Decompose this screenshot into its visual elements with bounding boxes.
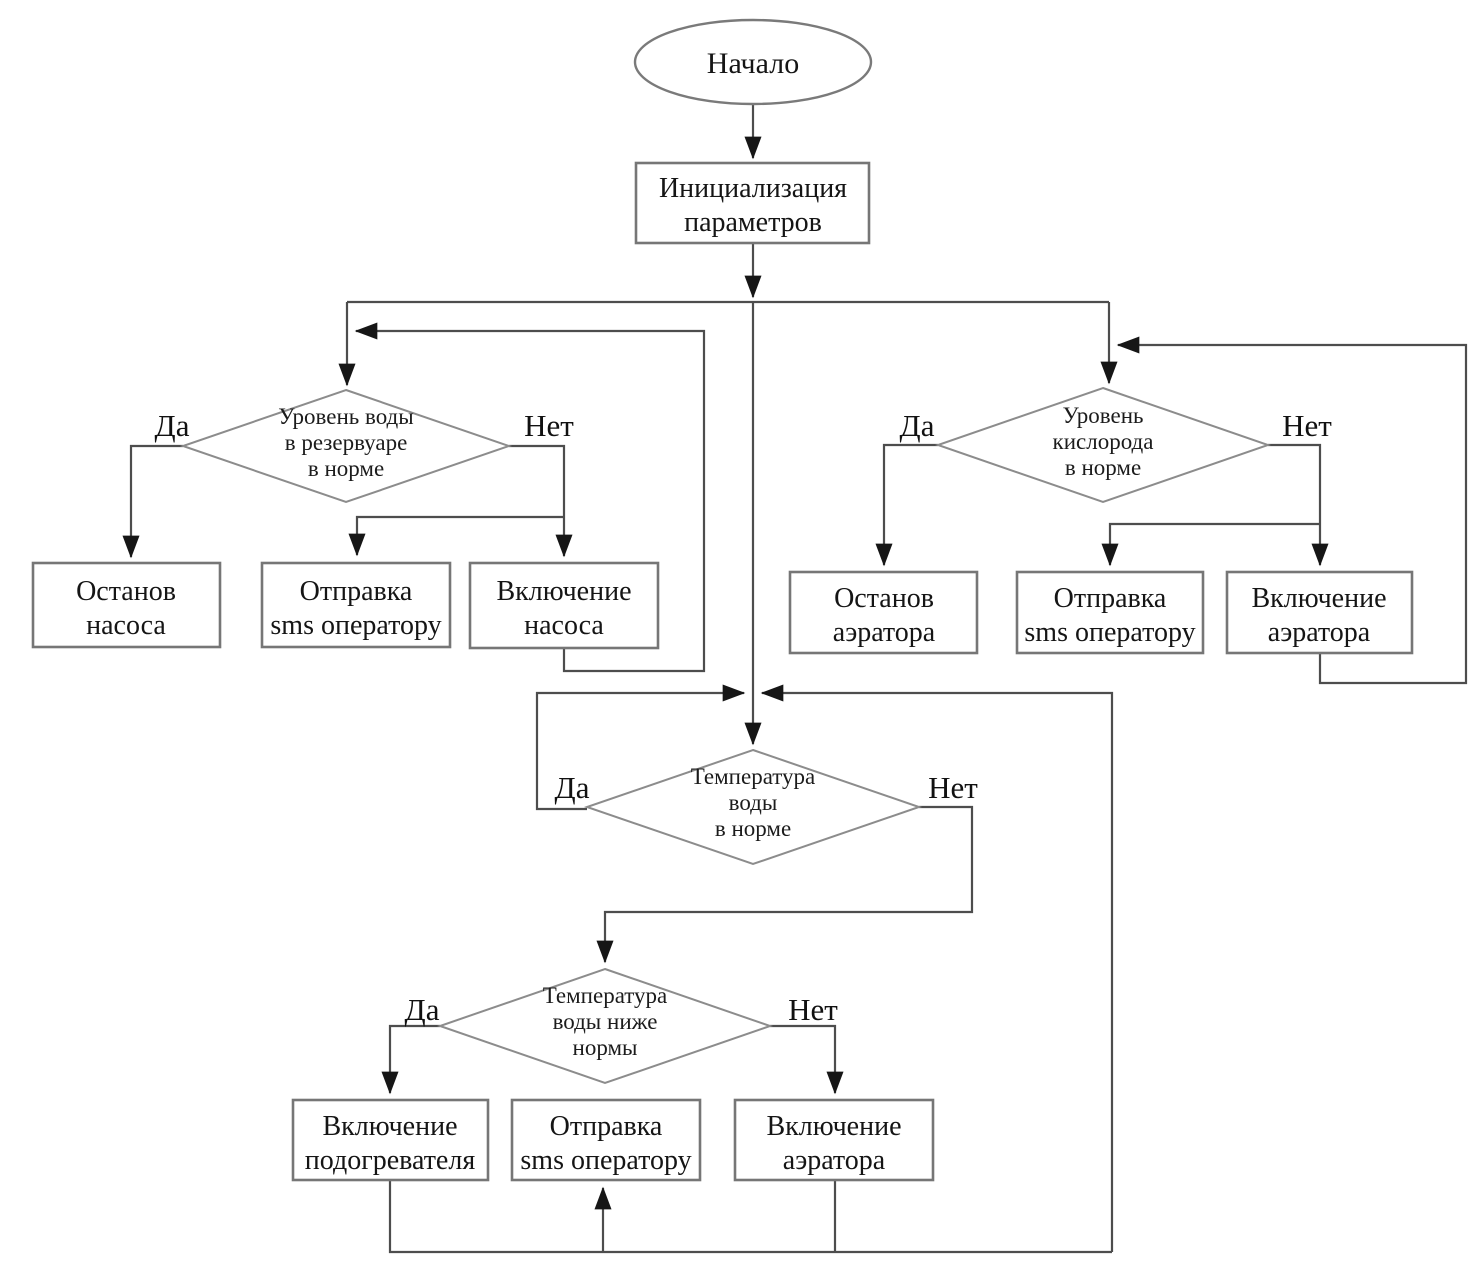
heater-on-line2: подогревателя bbox=[305, 1145, 476, 1176]
decision-water-level-node: Уровень воды в резервуаре в норме Да Нет bbox=[155, 388, 574, 504]
sms-operator-1-box bbox=[260, 561, 452, 649]
edge-pump-on-loop-back bbox=[354, 322, 706, 673]
aerator-on1-line2: аэратора bbox=[1268, 617, 1371, 648]
oxygen-decision-line2: кислорода bbox=[1053, 429, 1154, 454]
edges bbox=[122, 104, 1468, 1254]
edge-water-no-to-sms1 bbox=[348, 515, 564, 557]
decision-oxygen-node: Уровень кислорода в норме Да Нет bbox=[900, 386, 1332, 504]
sms-operator-3-node: Отправка sms оператору bbox=[510, 1098, 702, 1182]
heater-on-line1: Включение bbox=[322, 1111, 457, 1142]
edge-temp-no-to-temp-low-decision bbox=[596, 805, 974, 964]
decision-temp-normal-diamond bbox=[583, 748, 923, 866]
oxygen-decision-line1: Уровень bbox=[1063, 403, 1144, 428]
stop-pump-box bbox=[31, 561, 222, 649]
stop-aerator-node: Останов аэратора bbox=[788, 570, 979, 655]
init-box bbox=[634, 161, 871, 245]
stop-aerator-line1: Останов bbox=[834, 583, 934, 614]
aerator-on2-line1: Включение bbox=[766, 1111, 901, 1142]
aerator-on2-line2: аэратора bbox=[783, 1145, 886, 1176]
water-yes-label: Да bbox=[155, 408, 190, 443]
pump-on-line2: насоса bbox=[524, 610, 604, 641]
aerator-on-2-node: Включение аэратора bbox=[733, 1098, 935, 1182]
templow-decision-line3: нормы bbox=[573, 1035, 638, 1060]
edge-oxygen-no-to-aerator-on bbox=[1268, 443, 1329, 567]
pump-on-line1: Включение bbox=[496, 576, 631, 607]
aerator-on-1-box bbox=[1225, 570, 1414, 655]
sms-operator-2-node: Отправка sms оператору bbox=[1015, 570, 1205, 655]
stop-pump-line1: Останов bbox=[76, 576, 176, 607]
sms3-line1: Отправка bbox=[550, 1111, 663, 1142]
edge-water-no-to-pump-on bbox=[509, 444, 573, 558]
aerator-on-1-node: Включение аэратора bbox=[1225, 570, 1414, 655]
water-decision-line1: Уровень воды bbox=[278, 404, 413, 429]
decision-temp-normal-node: Температура воды в норме Да Нет bbox=[555, 748, 978, 866]
edge-oxygen-no-to-sms2 bbox=[1101, 522, 1320, 567]
decision-oxygen-diamond bbox=[934, 386, 1272, 504]
edge-bottom-return-merge-right bbox=[760, 684, 1114, 1252]
oxygen-decision-line3: в норме bbox=[1065, 455, 1141, 480]
stop-pump-node: Останов насоса bbox=[31, 561, 222, 649]
oxygen-yes-label: Да bbox=[900, 408, 935, 443]
sms3-line2: sms оператору bbox=[520, 1145, 691, 1176]
heater-on-node: Включение подогревателя bbox=[291, 1098, 490, 1182]
water-decision-line3: в норме bbox=[308, 456, 384, 481]
stop-aerator-line2: аэратора bbox=[833, 617, 936, 648]
sms-operator-1-node: Отправка sms оператору bbox=[260, 561, 452, 649]
edge-templow-yes-to-heater bbox=[381, 1024, 440, 1095]
sms-operator-3-box bbox=[510, 1098, 702, 1182]
templow-decision-line2: воды ниже bbox=[553, 1009, 658, 1034]
edge-heater-to-bottom-line bbox=[388, 1180, 1112, 1254]
aerator-on-2-box bbox=[733, 1098, 935, 1182]
temp-decision-line1: Температура bbox=[691, 764, 816, 789]
sms2-line2: sms оператору bbox=[1024, 617, 1195, 648]
pump-on-box bbox=[468, 561, 660, 650]
edge-oxygen-yes-to-stop-aerator bbox=[875, 443, 938, 567]
init-label-line1: Инициализация bbox=[659, 173, 847, 204]
water-no-label: Нет bbox=[524, 408, 574, 443]
decision-temp-low-diamond bbox=[436, 967, 774, 1085]
start-ellipse bbox=[633, 18, 873, 106]
templow-no-label: Нет bbox=[788, 992, 838, 1027]
templow-yes-label: Да bbox=[405, 992, 440, 1027]
edge-water-yes-to-stop-pump bbox=[122, 444, 183, 559]
temp-decision-line3: в норме bbox=[715, 816, 791, 841]
templow-decision-line1: Температура bbox=[543, 983, 668, 1008]
temp-yes-label: Да bbox=[555, 770, 590, 805]
water-decision-line2: в резервуаре bbox=[285, 430, 408, 455]
decision-temp-low-node: Температура воды ниже нормы Да Нет bbox=[405, 967, 838, 1085]
init-node: Инициализация параметров bbox=[634, 161, 871, 245]
aerator-on1-line1: Включение bbox=[1251, 583, 1386, 614]
pump-on-node: Включение насоса bbox=[468, 561, 660, 650]
start-label: Начало bbox=[707, 47, 799, 80]
heater-on-box bbox=[291, 1098, 490, 1182]
temp-no-label: Нет bbox=[928, 770, 978, 805]
sms1-line1: Отправка bbox=[300, 576, 413, 607]
sms2-line1: Отправка bbox=[1054, 583, 1167, 614]
init-label-line2: параметров bbox=[684, 207, 822, 238]
stop-aerator-box bbox=[788, 570, 979, 655]
sms1-line2: sms оператору bbox=[270, 610, 441, 641]
edge-aerator-on-loop-back bbox=[1116, 336, 1468, 685]
edge-templow-no-to-aerator2 bbox=[770, 1024, 844, 1095]
decision-water-level-diamond bbox=[179, 388, 513, 504]
stop-pump-line2: насоса bbox=[86, 610, 166, 641]
start-node: Начало bbox=[633, 18, 873, 106]
edge-temp-yes-merge-left bbox=[535, 684, 746, 811]
sms-operator-2-box bbox=[1015, 570, 1205, 655]
temp-decision-line2: воды bbox=[729, 790, 778, 815]
oxygen-no-label: Нет bbox=[1282, 408, 1332, 443]
